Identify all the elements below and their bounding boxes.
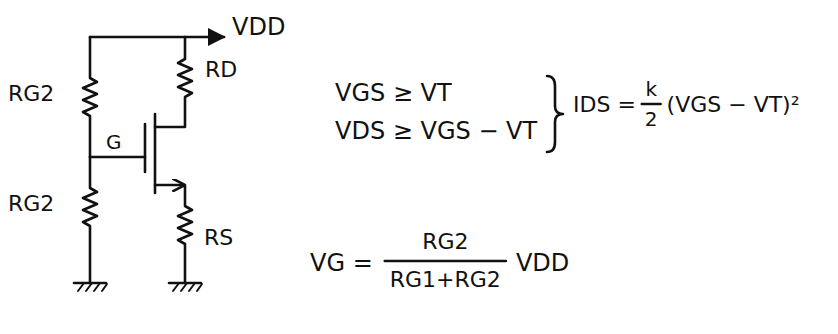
equation-text: (VGS − VT)² bbox=[667, 93, 800, 117]
gate-wire bbox=[90, 156, 145, 159]
ground-symbol bbox=[169, 283, 202, 291]
resistor-label: RD bbox=[205, 58, 237, 82]
curly-brace bbox=[547, 76, 563, 152]
fraction-bar bbox=[385, 260, 506, 263]
source-arrow bbox=[155, 184, 184, 187]
resistor-symbol bbox=[178, 185, 192, 283]
condition-text: VDS ≥ VGS − VT bbox=[335, 118, 537, 144]
resistor-label: RG2 bbox=[8, 192, 54, 216]
fraction-denominator: 2 bbox=[645, 108, 658, 130]
resistor-label: RS bbox=[204, 226, 233, 250]
resistor-symbol bbox=[83, 157, 97, 283]
gate-plate bbox=[144, 124, 147, 172]
supply-label: VDD bbox=[232, 14, 285, 40]
fraction-numerator: k bbox=[645, 78, 657, 100]
resistor-symbol bbox=[83, 37, 97, 157]
resistor-label: RG2 bbox=[8, 82, 54, 106]
ground-symbol bbox=[74, 283, 107, 291]
equation-text: IDS = bbox=[573, 93, 636, 117]
supply-wire bbox=[90, 36, 185, 39]
fraction-bar bbox=[642, 103, 661, 106]
fraction-numerator: RG2 bbox=[422, 230, 468, 254]
supply-arrow bbox=[185, 36, 224, 39]
pin-label: G bbox=[106, 131, 122, 153]
resistor-symbol bbox=[155, 37, 192, 127]
equation-text: VDD bbox=[516, 250, 569, 276]
condition-text: VGS ≥ VT bbox=[335, 80, 452, 106]
fraction-denominator: RG1+RG2 bbox=[390, 268, 501, 292]
equation-text: VG = bbox=[310, 250, 373, 276]
